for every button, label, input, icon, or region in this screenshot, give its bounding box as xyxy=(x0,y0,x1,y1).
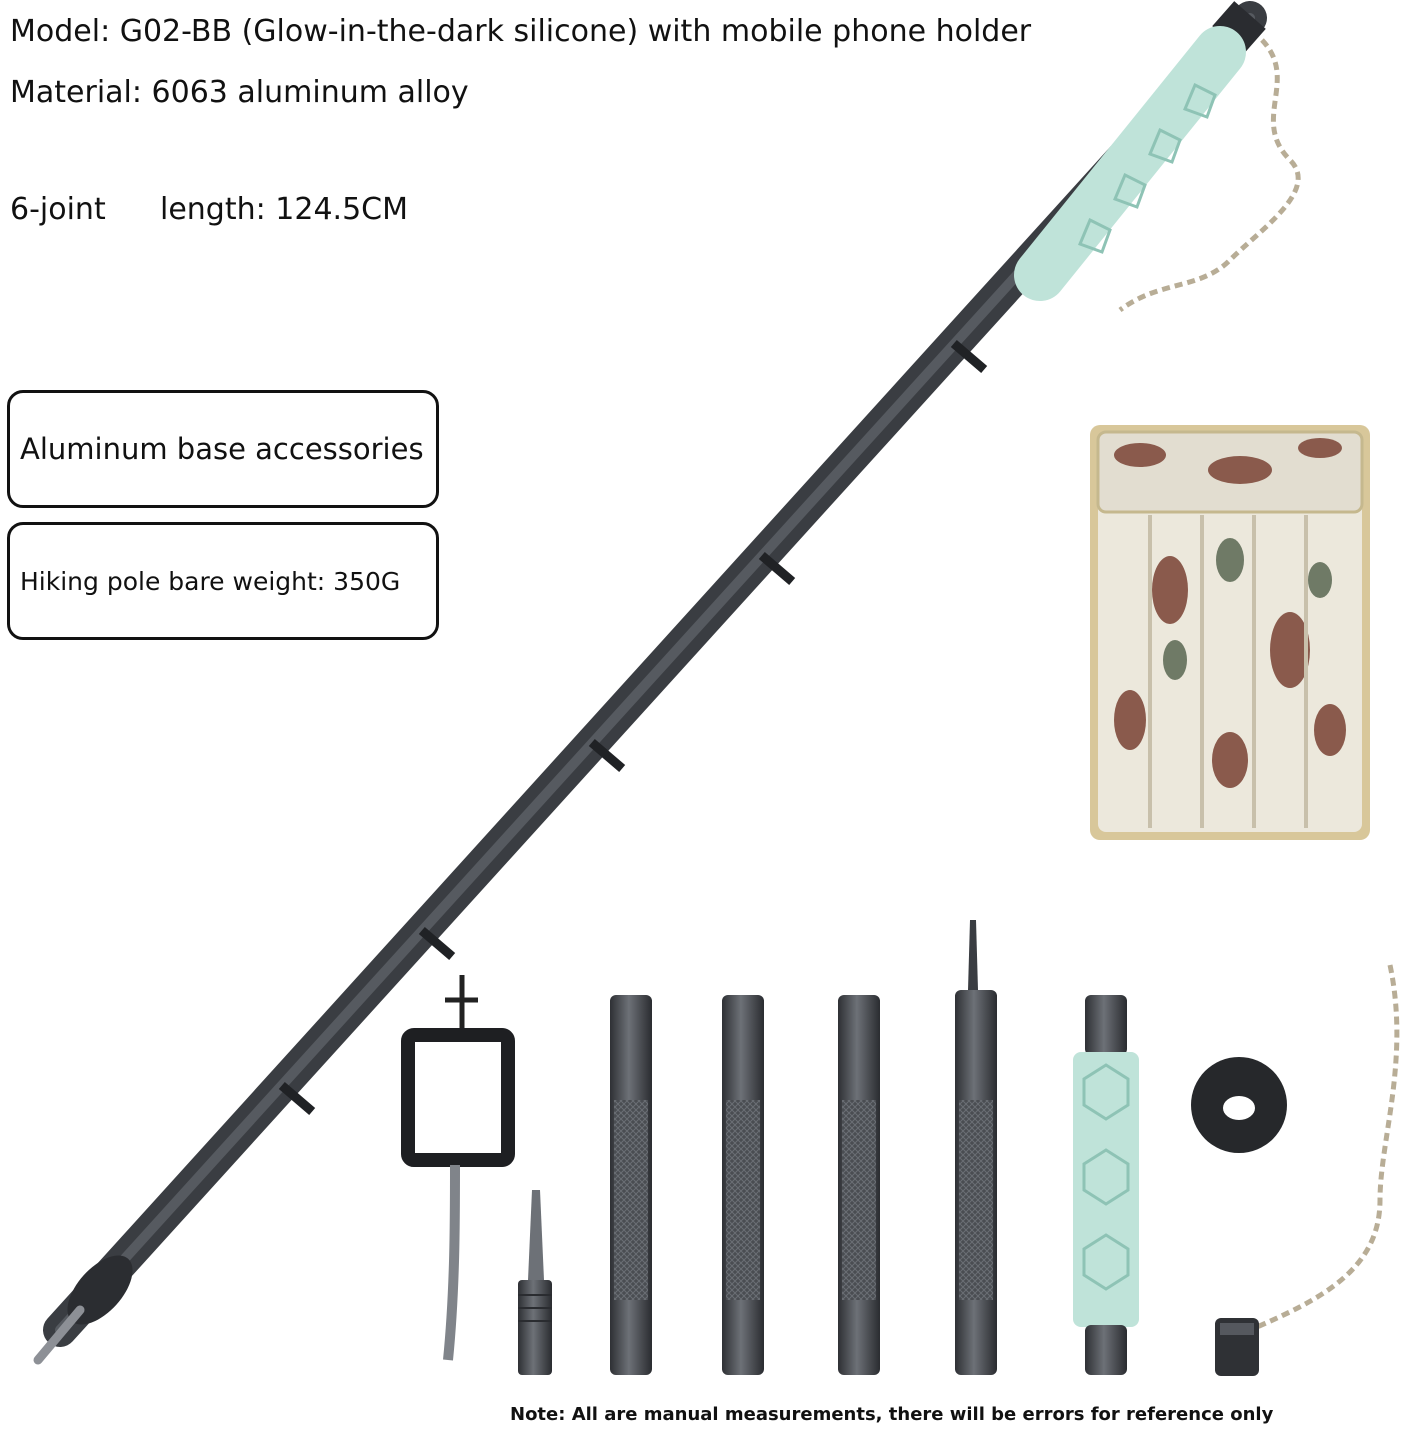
pole-section-icon xyxy=(955,920,997,1375)
pole-section-icon xyxy=(722,995,764,1375)
phone-holder-icon xyxy=(401,975,515,1361)
pole-section-icon xyxy=(610,995,652,1375)
camo-pouch-icon xyxy=(1090,425,1370,840)
lanyard-cord-icon xyxy=(1215,964,1400,1376)
accessories-badge: Aluminum base accessories xyxy=(7,390,439,508)
grip-section-icon xyxy=(1073,995,1139,1375)
weight-badge: Hiking pole bare weight: 350G xyxy=(7,522,439,640)
accessories-badge-label: Aluminum base accessories xyxy=(20,432,424,466)
weight-badge-label: Hiking pole bare weight: 350G xyxy=(20,566,401,596)
length-text: length: 124.5CM xyxy=(160,192,408,227)
joints-text: 6-joint xyxy=(10,192,106,227)
spike-tip-icon xyxy=(518,1190,552,1375)
model-text: Model: G02-BB (Glow-in-the-dark silicone… xyxy=(10,14,1032,49)
pole-section-icon xyxy=(838,995,880,1375)
rubber-foot-icon xyxy=(1191,1057,1287,1153)
trekking-pole-icon xyxy=(33,1,1301,1365)
material-text: Material: 6063 aluminum alloy xyxy=(10,75,469,110)
disclaimer-note: Note: All are manual measurements, there… xyxy=(510,1404,1274,1425)
